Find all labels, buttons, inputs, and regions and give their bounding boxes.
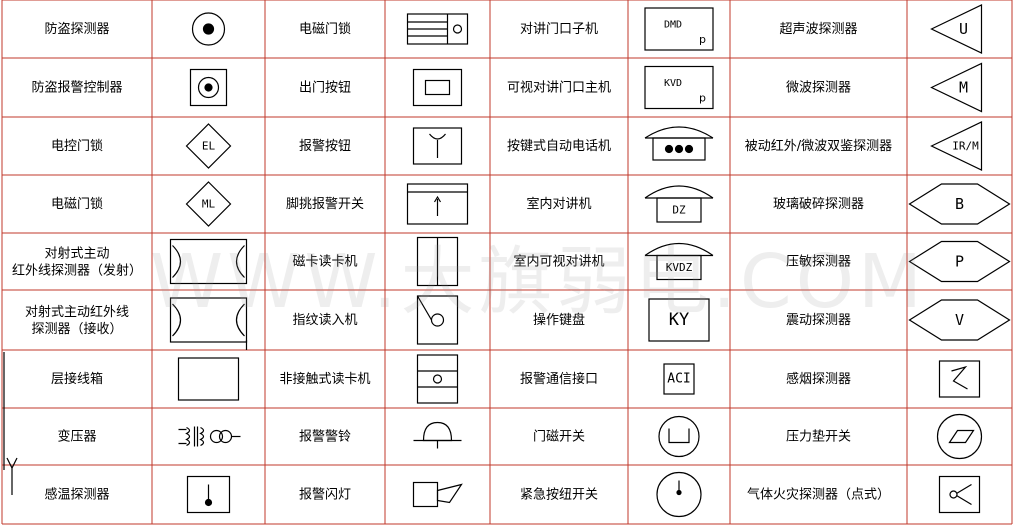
symbol-code: KY: [669, 310, 689, 330]
alarm-button-icon: [412, 127, 463, 165]
symbol-code: V: [955, 311, 964, 329]
symbol-label: 感温探测器: [44, 487, 109, 503]
symbol-label: 按键式自动电话机: [507, 139, 611, 154]
symbol-label: 报警警铃: [299, 429, 351, 445]
margin-tick-icon: [3, 352, 18, 495]
kvdz-phone-icon: KVDZ: [644, 243, 714, 281]
symbol-code: IR/M: [952, 140, 979, 153]
symbol-code: P: [955, 253, 964, 271]
symbol-code: DMD: [664, 20, 682, 31]
symbol-label: 操作键盘: [533, 312, 585, 328]
symbol-label: 可视对讲门口主机: [507, 81, 611, 96]
svg-text:p: p: [699, 33, 706, 46]
symbol-code: KVDZ: [666, 261, 693, 274]
dz-phone-icon: DZ: [644, 185, 714, 223]
symbol-label: 室内对讲机: [526, 196, 591, 212]
symbol-label: 防盗报警控制器: [31, 80, 122, 96]
symbol-label: 报警按钮: [299, 138, 351, 154]
thermal-box-icon: [186, 475, 231, 514]
ir-transmitter-icon: [169, 238, 248, 285]
exit-button-icon: [412, 68, 463, 107]
symbol-label: 玻璃破碎探测器: [773, 197, 864, 212]
symbol-label: 层接线箱: [51, 371, 103, 387]
symbol-label: 出门按钮: [299, 81, 351, 96]
gas-detector-icon: [938, 475, 981, 514]
square-dot-icon: [189, 68, 228, 107]
symbol-code: EL: [202, 140, 216, 153]
symbol-label: 对讲门口子机: [520, 22, 598, 37]
fingerprint-reader-icon: [416, 295, 459, 345]
symbol-label: 微波探测器: [786, 81, 851, 96]
symbol-code: DZ: [672, 204, 686, 217]
symbol-label: 感烟探测器: [786, 371, 851, 387]
symbol-code: KVD: [664, 78, 682, 89]
symbol-label: 压力垫开关: [786, 429, 851, 445]
keypad-phone-icon: [644, 126, 714, 161]
plain-box-icon: [177, 357, 240, 401]
kvd-box-icon: KVD p: [644, 65, 714, 110]
door-contact-icon: [658, 415, 700, 458]
pressure-mat-icon: [936, 413, 983, 460]
symbol-label: 脚挑报警开关: [286, 196, 364, 212]
svg-text:p: p: [699, 92, 706, 105]
emergency-knob-icon: [656, 471, 702, 518]
bullseye-circle-icon: [191, 12, 226, 46]
symbol-label: 磁卡读卡机: [292, 255, 357, 270]
symbol-label: 室内可视对讲机: [513, 254, 604, 270]
transformer-icon: [178, 426, 241, 447]
symbol-label: 电磁门锁: [299, 21, 351, 37]
symbol-code: ACI: [667, 372, 690, 387]
hexagon-b-icon: B: [908, 183, 1011, 225]
diamond-el-icon: EL: [185, 123, 232, 169]
symbol-label: 非接触式读卡机: [279, 371, 370, 387]
symbol-label: 电控门锁: [51, 138, 103, 154]
diamond-ml-icon: ML: [185, 181, 232, 227]
triangle-irm-icon: IR/M: [930, 121, 983, 171]
symbol-label: 紧急按纽开关: [520, 488, 598, 503]
aci-box-icon: ACI: [663, 363, 695, 395]
symbol-label: 防盗探测器: [44, 21, 109, 37]
symbol-code: ML: [202, 198, 216, 211]
symbol-label: 报警闪灯: [299, 487, 351, 503]
symbol-label: 压敏探测器: [786, 255, 851, 270]
symbol-label: 气体火灾探测器（点式）: [747, 487, 890, 503]
flash-light-icon: [412, 481, 463, 508]
symbol-label: 变压器: [57, 429, 96, 445]
symbol-label: 被动红外/微波双鉴探测器: [745, 138, 892, 154]
card-reader-icon: [416, 236, 459, 287]
symbol-label: 电磁门锁: [51, 196, 103, 212]
symbol-label: 震动探测器: [786, 313, 851, 328]
alarm-bell-icon: [413, 421, 462, 449]
symbol-label: 超声波探测器: [779, 22, 857, 37]
contactless-reader-icon: [416, 354, 459, 404]
hexagon-p-icon: P: [908, 240, 1011, 283]
symbol-label: 报警通信接口: [520, 371, 598, 387]
triangle-u-icon: U: [930, 4, 983, 54]
ir-receiver-icon: [169, 297, 248, 350]
hexagon-v-icon: V: [908, 299, 1011, 341]
symbol-label: 门磁开关: [533, 430, 585, 445]
lines-circle-lock-icon: [406, 13, 469, 45]
foot-switch-icon: [406, 183, 469, 225]
symbol-code: U: [959, 20, 968, 38]
symbol-code: B: [955, 195, 964, 213]
symbol-label: 对射式主动红外线探测器（接收）: [25, 304, 129, 337]
symbol-label: 指纹读入机: [292, 313, 357, 328]
symbol-label: 对射式主动红外线探测器（发射）: [12, 246, 142, 279]
smoke-box-icon: [938, 360, 981, 398]
ky-box-icon: KY: [648, 298, 710, 342]
symbol-code: M: [959, 79, 968, 97]
triangle-m-icon: M: [930, 62, 983, 113]
dmd-box-icon: DMD p: [644, 7, 714, 51]
